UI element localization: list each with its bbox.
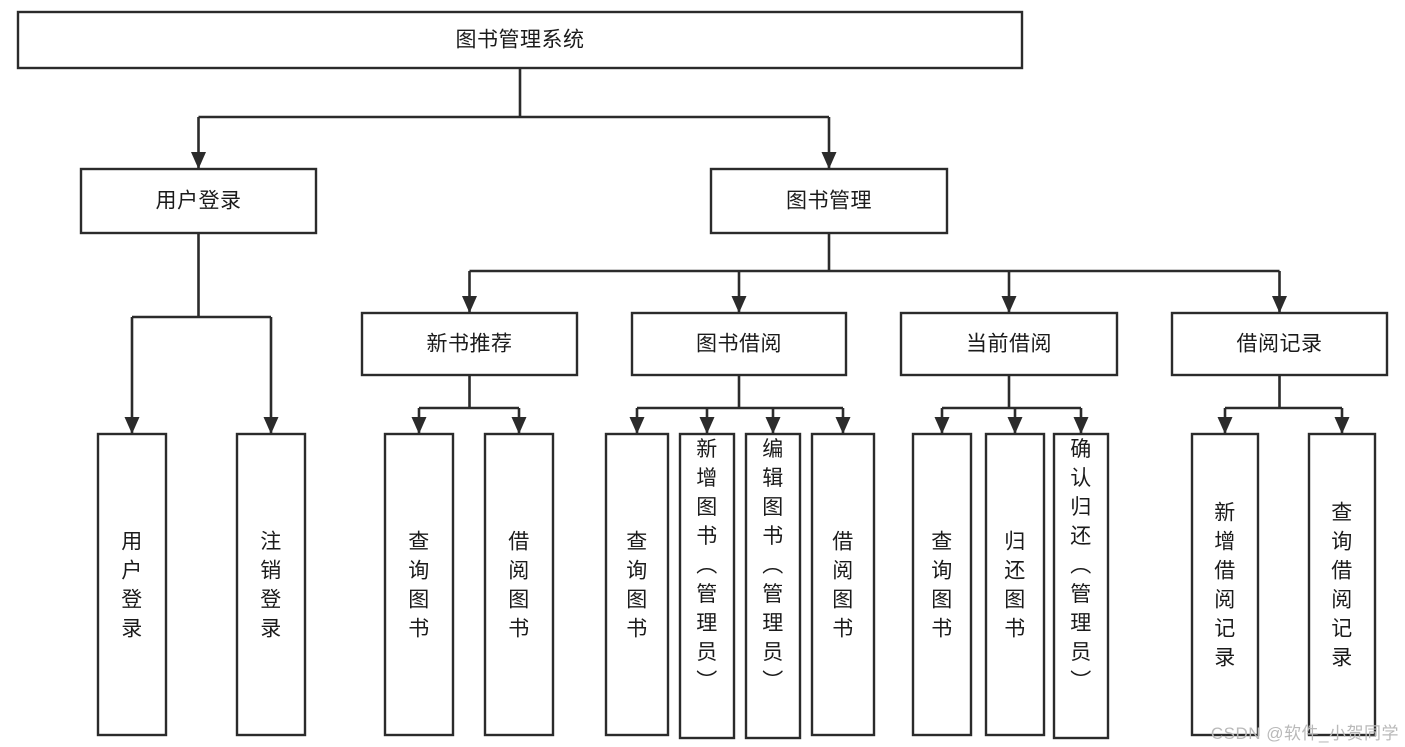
node-leaf-borrow-book[interactable]: 借阅图书 [810, 432, 876, 737]
watermark: CSDN @软件_小贺同学 [1210, 724, 1399, 743]
node-layer: 图书管理系统用户登录图书管理新书推荐图书借阅当前借阅借阅记录用户登录注销登录查询… [16, 10, 1389, 740]
node-leaf-add-book-admin[interactable]: 新增图书︵管理员︶ [678, 432, 736, 740]
node-label-leaf-user-logout: 注销登录 [260, 531, 282, 641]
connector-group-current-borrow [934, 375, 1089, 434]
node-box-leaf-query-book-current [911, 432, 973, 737]
node-leaf-query-book-recommend[interactable]: 查询图书 [383, 432, 455, 737]
node-box-leaf-edit-book-admin [744, 432, 802, 740]
node-label-leaf-query-book-current: 查询图书 [931, 531, 953, 641]
node-box-leaf-borrow-book [810, 432, 876, 737]
node-box-borrow-record [1170, 311, 1389, 377]
node-label-leaf-add-book-admin: 新增图书︵管理员︶ [696, 438, 718, 693]
node-box-leaf-confirm-return-admin [1052, 432, 1110, 740]
node-box-book-borrow [630, 311, 848, 377]
node-box-leaf-query-book [604, 432, 670, 737]
node-leaf-return-book[interactable]: 归还图书 [984, 432, 1046, 737]
arrow-head-icon [765, 417, 781, 434]
connector-group-book-management [462, 233, 1287, 313]
node-box-new-book-recommend [360, 311, 579, 377]
arrow-head-icon [1007, 417, 1023, 434]
node-label-current-borrow: 当前借阅 [966, 333, 1052, 356]
arrow-head-icon [191, 152, 206, 169]
connector-group-book-borrow [629, 375, 851, 434]
arrow-head-icon [934, 417, 950, 434]
node-label-root: 图书管理系统 [456, 29, 585, 52]
node-label-leaf-user-login: 用户登录 [121, 531, 143, 641]
node-leaf-add-borrow-record[interactable]: 新增借阅记录 [1190, 432, 1260, 737]
node-label-user-login: 用户登录 [156, 190, 242, 213]
node-label-leaf-query-book-recommend: 查询图书 [408, 531, 430, 641]
node-box-leaf-borrow-book-recommend [483, 432, 555, 737]
node-label-leaf-edit-book-admin: 编辑图书︵管理员︶ [762, 438, 784, 693]
node-label-book-management: 图书管理 [786, 190, 872, 213]
node-leaf-query-book[interactable]: 查询图书 [604, 432, 670, 737]
node-book-borrow[interactable]: 图书借阅 [630, 311, 848, 377]
arrow-head-icon [629, 417, 645, 434]
arrow-head-icon [1001, 296, 1017, 313]
node-label-leaf-borrow-book: 借阅图书 [832, 531, 854, 641]
node-root[interactable]: 图书管理系统 [16, 10, 1024, 70]
node-leaf-user-login[interactable]: 用户登录 [96, 432, 168, 737]
arrow-head-icon [699, 417, 715, 434]
arrow-head-icon [1334, 417, 1350, 434]
connector-group-new-book-recommend [411, 375, 527, 434]
node-box-leaf-user-login [96, 432, 168, 737]
arrow-head-icon [411, 417, 427, 434]
node-box-root [16, 10, 1024, 70]
node-box-user-login [79, 167, 318, 235]
arrow-head-icon [124, 417, 140, 434]
node-current-borrow[interactable]: 当前借阅 [899, 311, 1119, 377]
arrow-head-icon [462, 296, 477, 313]
arrow-head-icon [1272, 296, 1287, 313]
node-leaf-edit-book-admin[interactable]: 编辑图书︵管理员︶ [744, 432, 802, 740]
node-label-borrow-record: 借阅记录 [1237, 333, 1323, 356]
connector-group-root [191, 68, 837, 169]
node-borrow-record[interactable]: 借阅记录 [1170, 311, 1389, 377]
node-label-leaf-add-borrow-record: 新增借阅记录 [1214, 502, 1236, 670]
node-leaf-borrow-book-recommend[interactable]: 借阅图书 [483, 432, 555, 737]
node-box-leaf-user-logout [235, 432, 307, 737]
node-box-book-management [709, 167, 949, 235]
node-leaf-confirm-return-admin[interactable]: 确认归还︵管理员︶ [1052, 432, 1110, 740]
node-label-leaf-borrow-book-recommend: 借阅图书 [508, 531, 530, 641]
node-label-book-borrow: 图书借阅 [696, 333, 782, 356]
node-leaf-query-book-current[interactable]: 查询图书 [911, 432, 973, 737]
node-box-current-borrow [899, 311, 1119, 377]
node-book-management[interactable]: 图书管理 [709, 167, 949, 235]
arrow-head-icon [1217, 417, 1233, 434]
arrow-head-icon [1073, 417, 1089, 434]
node-box-leaf-add-borrow-record [1190, 432, 1260, 737]
node-box-leaf-add-book-admin [678, 432, 736, 740]
connector-group-borrow-record [1217, 375, 1350, 434]
node-label-leaf-query-borrow-record: 查询借阅记录 [1331, 502, 1353, 670]
arrow-head-icon [263, 417, 279, 434]
node-label-new-book-recommend: 新书推荐 [427, 333, 513, 356]
node-box-leaf-query-borrow-record [1307, 432, 1377, 737]
node-leaf-query-borrow-record[interactable]: 查询借阅记录 [1307, 432, 1377, 737]
node-box-leaf-return-book [984, 432, 1046, 737]
node-label-leaf-confirm-return-admin: 确认归还︵管理员︶ [1070, 438, 1092, 693]
node-label-leaf-return-book: 归还图书 [1004, 531, 1026, 641]
node-label-leaf-query-book: 查询图书 [626, 531, 648, 641]
connector-group-user-login [124, 233, 279, 434]
node-user-login[interactable]: 用户登录 [79, 167, 318, 235]
connector-layer [124, 68, 1350, 434]
arrow-head-icon [511, 417, 527, 434]
node-box-leaf-query-book-recommend [383, 432, 455, 737]
arrow-head-icon [731, 296, 747, 313]
node-new-book-recommend[interactable]: 新书推荐 [360, 311, 579, 377]
node-leaf-user-logout[interactable]: 注销登录 [235, 432, 307, 737]
arrow-head-icon [821, 152, 837, 169]
arrow-head-icon [835, 417, 851, 434]
